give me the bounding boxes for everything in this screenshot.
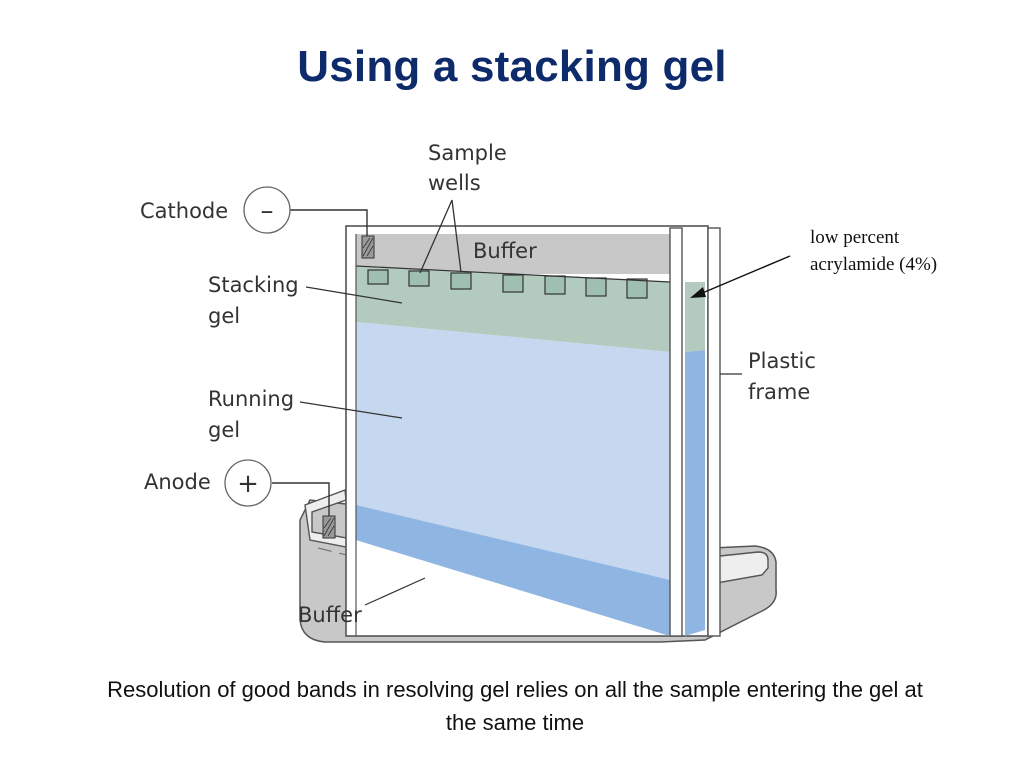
page-title: Using a stacking gel	[297, 42, 727, 91]
label-stacking-2: gel	[208, 304, 240, 328]
sample-wells-leader	[419, 199, 462, 274]
slide-caption: Resolution of good bands in resolving ge…	[20, 673, 1010, 739]
caption-line-1: Resolution of good bands in resolving ge…	[107, 677, 923, 702]
anode-wire	[272, 482, 330, 516]
label-stacking-1: Stacking	[208, 273, 299, 297]
annotation-line-1: low percent	[810, 227, 900, 248]
buffer-bottom-leader	[364, 577, 426, 606]
cathode-symbol: –	[261, 196, 274, 226]
gel-side-stacking	[685, 282, 705, 352]
label-sample-wells-2: wells	[428, 171, 481, 195]
sample-wells	[367, 269, 648, 299]
annotation-arrowhead	[690, 287, 706, 298]
wells-top-line	[355, 265, 671, 283]
upper-buffer	[356, 234, 670, 274]
label-running-1: Running	[208, 387, 294, 411]
cathode-symbol-circle	[243, 186, 291, 234]
label-running-2: gel	[208, 418, 240, 442]
label-plastic-2: frame	[748, 380, 810, 404]
running-gel-leader	[299, 401, 403, 419]
frame-bar-2	[707, 227, 721, 637]
gel-side-running	[685, 350, 705, 636]
anode-symbol: +	[237, 469, 259, 499]
label-sample-wells-1: Sample	[428, 141, 507, 165]
annotation-line-2: acrylamide (4%)	[810, 254, 938, 275]
label-anode: Anode	[144, 470, 211, 494]
stacking-gel-leader	[305, 286, 403, 304]
anode-symbol-circle	[224, 459, 272, 507]
caption-line-2: the same time	[445, 710, 585, 735]
acrylamide-annotation: low percent acrylamide (4%)	[810, 224, 1010, 278]
frame-bar-1	[669, 227, 683, 637]
label-buffer-bottom: Buffer	[298, 603, 362, 627]
cathode-wire	[290, 209, 368, 236]
label-cathode: Cathode	[140, 199, 228, 223]
label-buffer-top: Buffer	[473, 239, 537, 263]
label-plastic-1: Plastic	[748, 349, 816, 373]
annotation-arrow-line	[699, 255, 791, 295]
running-gel-bottom-band	[356, 505, 670, 636]
